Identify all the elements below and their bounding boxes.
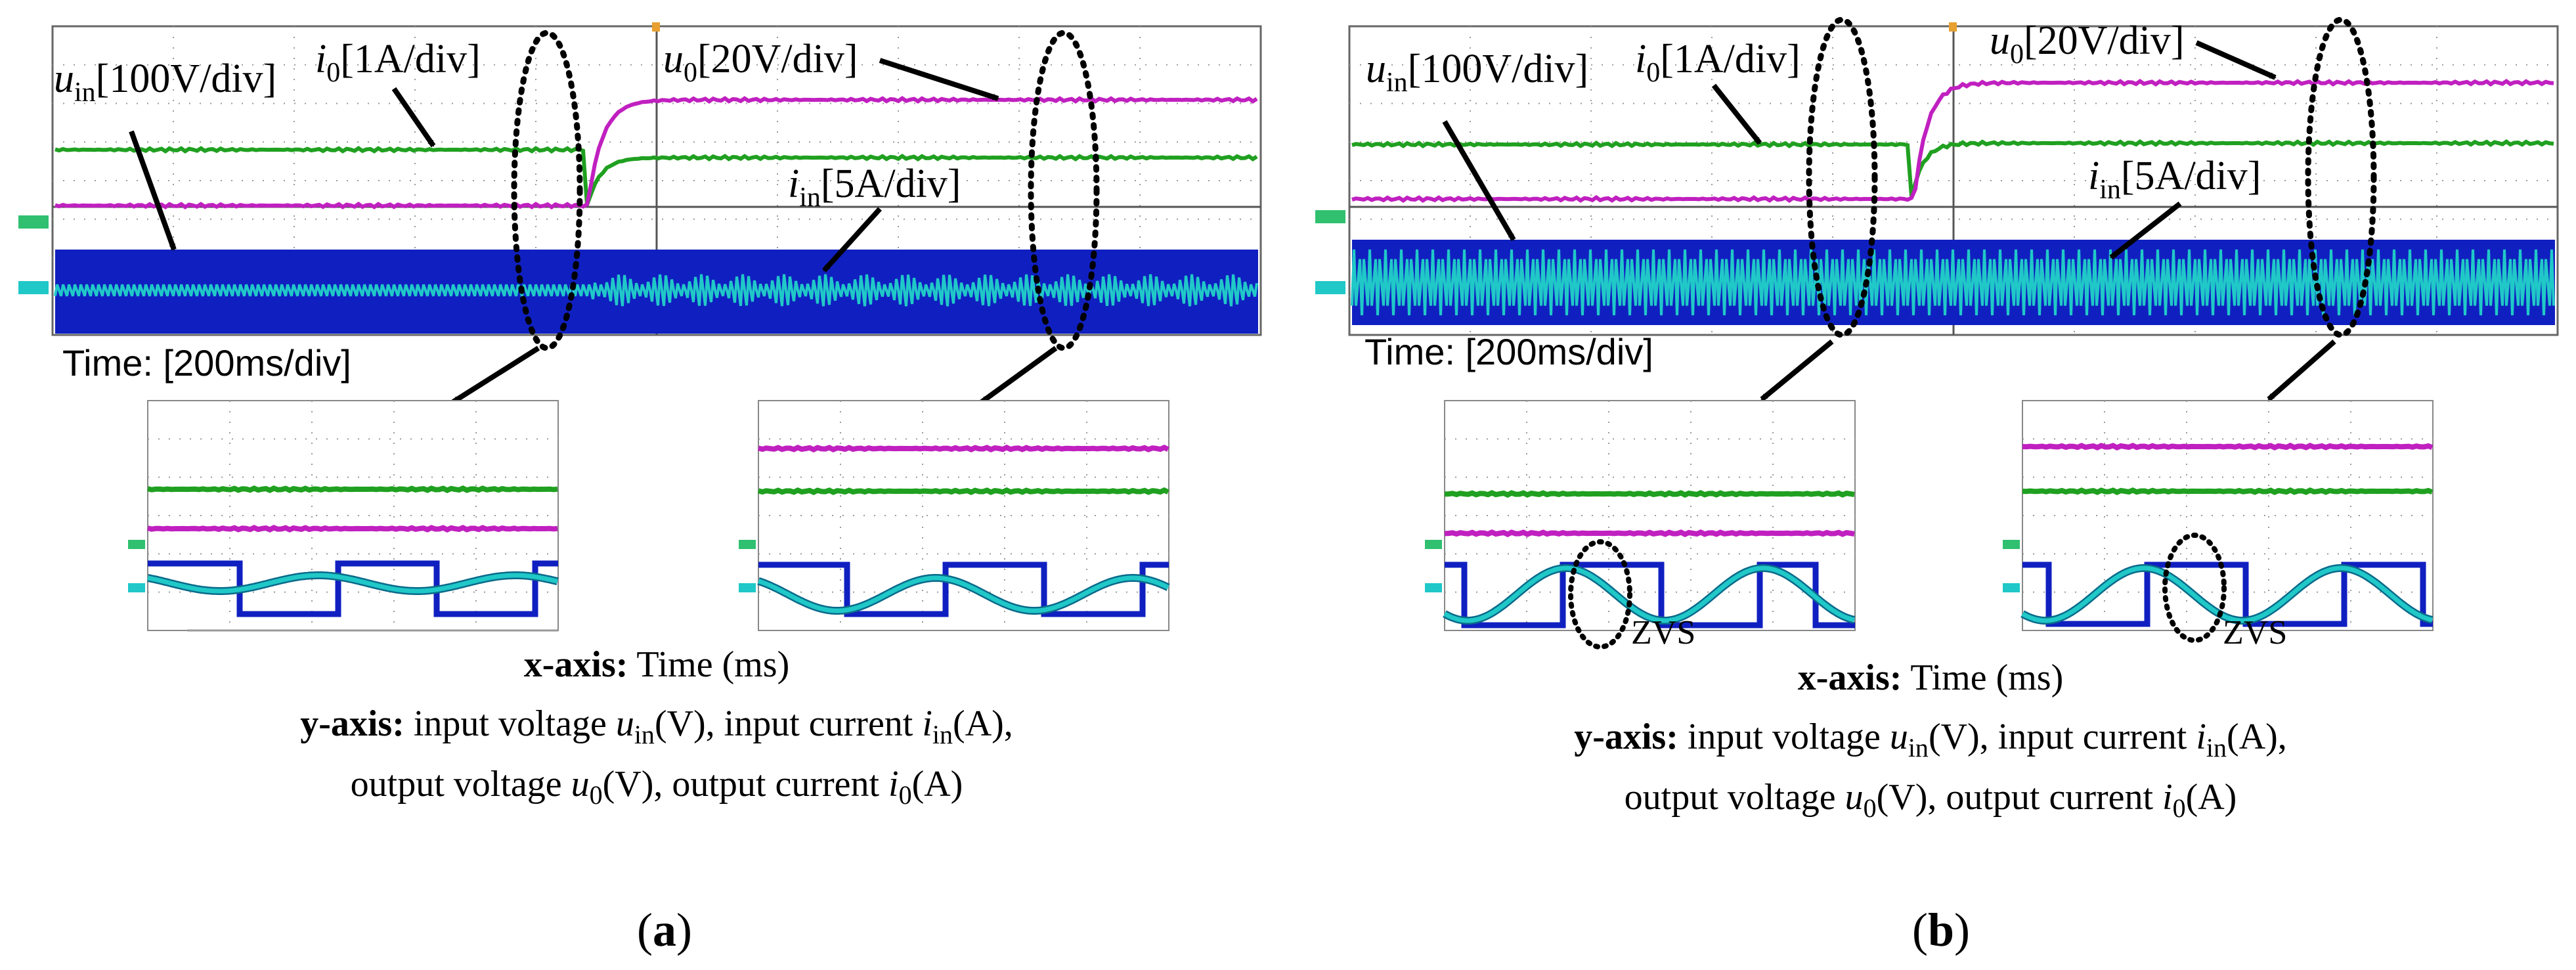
- trace-b-i0: [1351, 139, 2554, 197]
- cursor-a: [652, 22, 660, 32]
- zoom-frame: [1444, 400, 1856, 631]
- zoom-ellipse-a-2: [1028, 30, 1100, 351]
- zoom-frame: [147, 400, 559, 631]
- trace-a-i0: [55, 145, 1258, 206]
- zvs-label-b-2: ZVS: [2223, 614, 2287, 651]
- label-a-u0: u0[20V/div]: [663, 37, 858, 88]
- arrow-a-i0: [391, 87, 436, 148]
- trace-b-iin: [1351, 249, 2555, 316]
- trace-b-u0: [1351, 78, 2554, 204]
- arrow-b-u0: [2195, 40, 2277, 80]
- caption-b-yaxis-1: y-axis: input voltage uin(V), input curr…: [1574, 716, 2287, 762]
- trace-a-u0: [55, 95, 1258, 210]
- channel-marker: [1425, 583, 1442, 592]
- channel-marker: [2003, 540, 2020, 549]
- zoom-panel-a-left: [128, 400, 559, 631]
- zoom-arrow-a-2: [980, 345, 1058, 405]
- label-b-i0: i0[1A/div]: [1635, 37, 1801, 88]
- label-b-uin: uin[100V/div]: [1366, 47, 1588, 98]
- label-b-iin: iin[5A/div]: [2088, 154, 2261, 205]
- caption-a-yaxis-2: output voltage u0(V), output current i0(…: [351, 764, 963, 810]
- zoom-ellipse-a-1: [511, 30, 583, 351]
- zvs-label-b-1: ZVS: [1631, 614, 1695, 651]
- zoom-trace-uin: [1445, 562, 1855, 628]
- zoom-trace-iin: [147, 573, 558, 594]
- channel-marker: [739, 583, 756, 592]
- caption-b-yaxis-2: output voltage u0(V), output current i0(…: [1625, 777, 2237, 823]
- zoom-trace-u0: [1444, 529, 1855, 538]
- marker-b-1: [1315, 210, 1345, 223]
- zoom-arrow-b-1: [1760, 339, 1834, 402]
- zoom-trace-iin: [1443, 565, 1855, 623]
- channel-marker: [739, 540, 756, 549]
- label-a-i0: i0[1A/div]: [315, 37, 481, 88]
- zoom-trace-u0: [757, 444, 1169, 453]
- zoom-trace-uin: [758, 562, 1169, 617]
- zoom-arrow-b-2: [2267, 339, 2336, 402]
- zoom-trace-i0: [146, 485, 558, 494]
- channel-marker: [1425, 540, 1442, 549]
- marker-a-2: [18, 281, 49, 294]
- arrow-b-i0: [1711, 83, 1762, 145]
- zoom-frame: [2022, 400, 2434, 631]
- zoom-trace-i0: [757, 487, 1169, 496]
- zoom-trace-u0: [146, 525, 558, 533]
- zvs-ellipse-b-2: [2162, 533, 2227, 643]
- marker-b-2: [1315, 281, 1345, 294]
- channel-marker: [2003, 583, 2020, 592]
- zoom-arrow-a-1: [451, 345, 540, 405]
- panel-label-b: (b): [1912, 904, 1970, 956]
- time-label-a: Time: [200ms/div]: [62, 342, 351, 384]
- caption-a-yaxis-1: y-axis: input voltage uin(V), input curr…: [300, 703, 1013, 749]
- trace-a-iin: [54, 274, 1258, 307]
- zoom-trace-iin: [2021, 565, 2433, 623]
- caption-b-xaxis: x-axis: Time (ms): [1798, 657, 2064, 698]
- label-a-iin: iin[5A/div]: [788, 162, 961, 213]
- zoom-panel-b-right: [2003, 400, 2434, 631]
- zoom-trace-i0: [1444, 490, 1855, 498]
- panel-a: uin[100V/div] i0[1A/div] u0[20V/div] iin…: [18, 22, 1262, 956]
- time-label-b: Time: [200ms/div]: [1364, 331, 1653, 372]
- arrow-a-uin: [129, 130, 177, 251]
- arrow-a-u0: [879, 58, 999, 101]
- panel-b: uin[100V/div] i0[1A/div] u0[20V/div] iin…: [1315, 16, 2559, 956]
- cursor-b: [1949, 22, 1957, 32]
- label-a-uin: uin[100V/div]: [54, 56, 276, 108]
- zoom-panel-b-left: [1425, 400, 1856, 631]
- zoom-trace-i0: [2022, 487, 2434, 496]
- arrow-b-iin: [2109, 201, 2182, 260]
- zoom-panel-a-right: [739, 400, 1170, 631]
- zoom-trace-u0: [2022, 442, 2434, 451]
- caption-a-xaxis: x-axis: Time (ms): [524, 644, 790, 685]
- arrow-a-iin: [822, 207, 882, 273]
- panel-label-a: (a): [637, 904, 692, 956]
- marker-a-1: [18, 215, 49, 229]
- zvs-ellipse-b-1: [1568, 539, 1632, 650]
- zoom-ellipse-b-1: [1806, 16, 1878, 338]
- zoom-trace-uin: [2022, 562, 2433, 627]
- zoom-ellipse-b-2: [2305, 16, 2377, 338]
- channel-marker: [128, 540, 145, 549]
- zoom-trace-iin: [757, 575, 1169, 613]
- arrow-b-uin: [1442, 120, 1516, 242]
- channel-marker: [128, 583, 145, 592]
- label-b-u0: u0[20V/div]: [1990, 18, 2185, 70]
- zoom-frame: [758, 400, 1169, 631]
